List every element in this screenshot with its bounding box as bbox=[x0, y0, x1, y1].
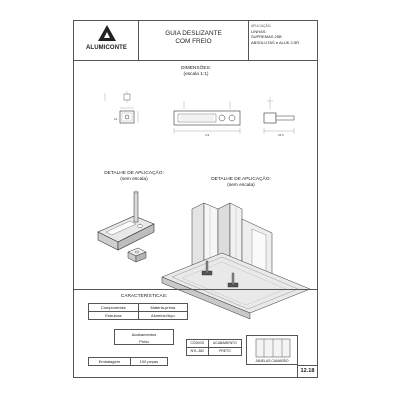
finish-value: Preto bbox=[139, 339, 149, 344]
brand-name: ALUMICONTE bbox=[86, 45, 127, 51]
window-line-box: JANELAS CAMARÃO bbox=[246, 335, 298, 365]
sheet-header: ALUMICONTE GUIA DESLIZANTE COM FREIO APL… bbox=[74, 21, 317, 61]
logo-triangle-icon bbox=[98, 25, 116, 41]
packaging-table: Embalagem 100 peças bbox=[88, 357, 169, 366]
brand-logo: ALUMICONTE bbox=[74, 21, 139, 61]
finish-code-value: PRETO bbox=[207, 347, 243, 356]
application-label: APLICAÇÃO: bbox=[251, 24, 272, 28]
window-line-icon bbox=[255, 338, 291, 358]
dimension-drawings bbox=[104, 91, 295, 134]
finish-box: Acabamentos Preto bbox=[114, 329, 174, 345]
cell-component: Estrutura bbox=[88, 311, 139, 320]
code-value: NYL-382 bbox=[186, 347, 209, 356]
detail-right-drawing bbox=[161, 202, 311, 320]
detail-left-drawing bbox=[97, 190, 155, 263]
guide-in-rail bbox=[201, 260, 239, 288]
characteristics-table: Componentes Matéria-prima Estrutura Alum… bbox=[88, 303, 189, 320]
table-header-row: Componentes Matéria-prima bbox=[88, 303, 189, 312]
code-table: CÓDIGO ACABAMENTO NYL-382 PRETO bbox=[186, 339, 243, 356]
product-title-line2: COM FREIO bbox=[175, 38, 212, 45]
part-side-view bbox=[263, 97, 295, 134]
col-components: Componentes bbox=[88, 303, 139, 312]
guide-isometric bbox=[97, 190, 155, 251]
product-title-line1: GUIA DESLIZANTE bbox=[165, 30, 222, 37]
characteristics-title: CARACTERÍSTICAS: bbox=[120, 294, 168, 299]
code-row: NYL-382 PRETO bbox=[186, 347, 243, 356]
page-code: 12.18 bbox=[297, 365, 317, 377]
application-line-3: ABSOLUTAS e ALUK 2-5R bbox=[251, 39, 300, 45]
dimensions-scale: (escala 1:1) bbox=[183, 71, 209, 77]
cell-material: Alumínio/Aço bbox=[137, 311, 189, 320]
application-line-1: LINHAS: bbox=[251, 29, 267, 35]
brake-block-isometric bbox=[127, 247, 147, 263]
code-header-row: CÓDIGO ACABAMENTO bbox=[186, 339, 243, 348]
part-front-view bbox=[173, 101, 241, 134]
dimensions-label: DIMENSÕES: bbox=[180, 66, 212, 71]
detail-right-line1: DETALHE DE APLICAÇÃO: bbox=[211, 177, 271, 182]
product-sheet: ALUMICONTE GUIA DESLIZANTE COM FREIO APL… bbox=[73, 20, 318, 378]
col-material: Matéria-prima bbox=[137, 303, 189, 312]
finish-code-label: ACABAMENTO bbox=[207, 339, 243, 348]
product-title: GUIA DESLIZANTE COM FREIO bbox=[139, 21, 249, 61]
packaging-label: Embalagem bbox=[88, 357, 131, 366]
section-divider bbox=[74, 289, 317, 290]
code-label: CÓDIGO bbox=[186, 339, 209, 348]
application-info: APLICAÇÃO: LINHAS: SUPREMAS 25B ABSOLUTA… bbox=[249, 21, 319, 61]
dim-height: 14 bbox=[114, 117, 118, 121]
detail-left-line2: (sem escala) bbox=[120, 176, 148, 182]
packaging-row: Embalagem 100 peças bbox=[88, 357, 169, 366]
detail-right-line2: (sem escala) bbox=[227, 182, 255, 188]
table-row: Estrutura Alumínio/Aço bbox=[88, 311, 189, 320]
detail-left-line1: DETALHE DE APLICAÇÃO: bbox=[104, 171, 164, 176]
application-line-2: SUPREMAS 25B bbox=[251, 34, 282, 40]
detail-left-title: DETALHE DE APLICAÇÃO: (sem escala) bbox=[94, 171, 174, 182]
finish-label: Acabamentos bbox=[131, 332, 157, 337]
part-top-view bbox=[104, 91, 139, 124]
dim-width: 33.5 bbox=[278, 133, 284, 137]
dimensions-title: DIMENSÕES: (escala 1:1) bbox=[146, 66, 246, 77]
window-line-label: JANELAS CAMARÃO bbox=[255, 359, 289, 363]
packaging-value: 100 peças bbox=[129, 357, 169, 366]
dim-length: 4.9 bbox=[205, 133, 210, 137]
detail-right-title: DETALHE DE APLICAÇÃO: (sem escala) bbox=[196, 177, 286, 188]
